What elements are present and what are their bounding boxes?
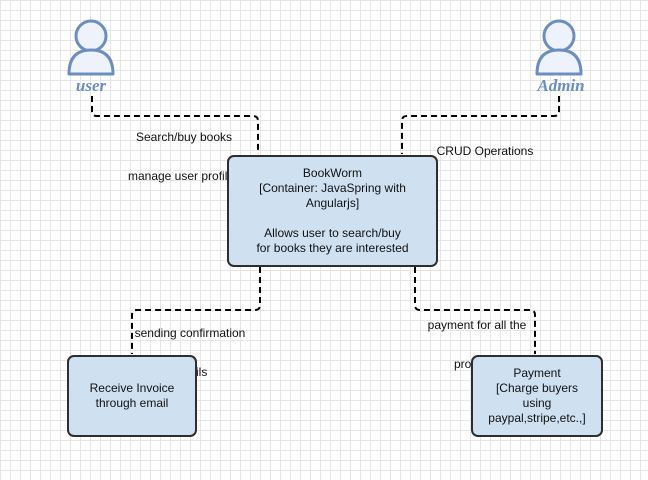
- container-text-line: Receive Invoice: [89, 381, 175, 395]
- container-text-line: BookWorm: [302, 166, 363, 180]
- container-text-line: [Charge buyers: [495, 381, 579, 395]
- edge-label-admin-bookworm: CRUD Operations: [432, 119, 538, 171]
- container-text-line: through email: [95, 396, 169, 410]
- container-text-line: for books they are interested: [256, 241, 409, 255]
- edge-label-line: Search/buy books: [135, 130, 233, 144]
- container-text-line: Angularjs]: [305, 196, 360, 210]
- container-text-line: Payment: [513, 366, 561, 380]
- admin-actor-label: Admin: [537, 76, 585, 95]
- admin-actor-icon[interactable]: [535, 19, 583, 76]
- container-text-line: using: [522, 396, 552, 410]
- user-actor-icon[interactable]: [67, 19, 115, 76]
- invoice-container[interactable]: Receive Invoice through email: [67, 355, 197, 437]
- edge-label-line: payment for all the: [427, 318, 527, 332]
- edge-user-bookworm[interactable]: [91, 96, 259, 154]
- edge-label-line: sending confirmation: [134, 326, 246, 340]
- payment-container[interactable]: Payment [Charge buyers using paypal,stri…: [471, 355, 603, 437]
- container-text-line: Allows user to search/buy: [264, 226, 401, 240]
- edge-label-line: CRUD Operations: [436, 144, 534, 158]
- user-actor-label: user: [75, 76, 107, 95]
- edge-bookworm-invoice[interactable]: [131, 267, 261, 354]
- bookworm-container[interactable]: BookWorm [Container: JavaSpring with Ang…: [227, 155, 438, 267]
- edge-bookworm-payment[interactable]: [414, 267, 536, 354]
- container-text-line: [Container: JavaSpring with: [259, 181, 406, 195]
- container-text-line: paypal,stripe,etc.,]: [488, 411, 586, 425]
